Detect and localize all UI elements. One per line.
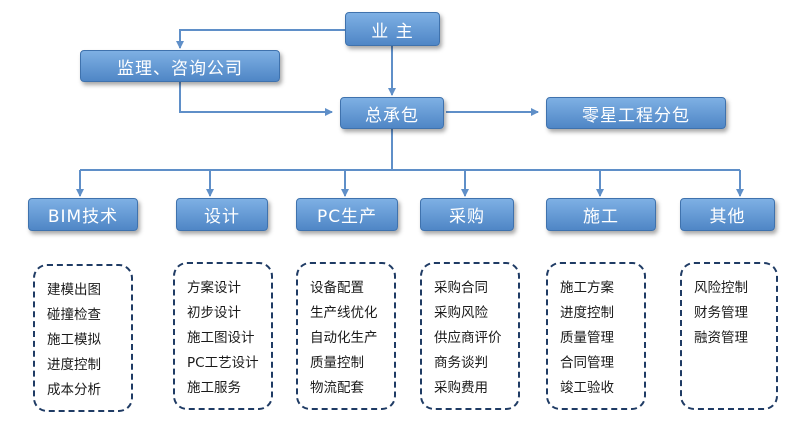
list-item: 合同管理 [560,355,614,371]
list-item: 财务管理 [694,305,748,321]
list-item: 采购合同 [434,280,488,296]
list-item: 设备配置 [310,280,364,296]
list-item: 生产线优化 [310,305,378,321]
pc-production-items-list: 设备配置 生产线优化 自动化生产 质量控制 物流配套 [296,262,396,410]
category-other-node: 其他 [680,198,775,231]
list-item: 施工图设计 [187,330,255,346]
list-item: 方案设计 [187,280,241,296]
design-items-list: 方案设计 初步设计 施工图设计 PC工艺设计 施工服务 [173,262,273,410]
list-item: 建模出图 [47,282,101,298]
list-item: 初步设计 [187,305,241,321]
list-item: 施工模拟 [47,332,101,348]
list-item: 施工服务 [187,380,241,396]
category-construction-node: 施工 [546,198,656,231]
list-item: 采购风险 [434,305,488,321]
list-item: 进度控制 [47,357,101,373]
supervisor-to-general-arrow [179,82,333,116]
list-item: 质量控制 [310,355,364,371]
owner-to-supervisor-arrow [176,29,345,49]
list-item: 商务谈判 [434,355,488,371]
other-items-list: 风险控制 财务管理 融资管理 [680,262,778,410]
list-item: 碰撞检查 [47,307,101,323]
category-bim-node: BIM技术 [28,198,138,231]
category-design-node: 设计 [176,198,268,231]
owner-node: 业 主 [345,12,440,46]
list-item: 质量管理 [560,330,614,346]
purchase-items-list: 采购合同 采购风险 供应商评价 商务谈判 采购费用 [420,262,520,410]
list-item: 竣工验收 [560,380,614,396]
list-item: 自动化生产 [310,330,378,346]
category-purchase-node: 采购 [420,198,514,231]
construction-items-list: 施工方案 进度控制 质量管理 合同管理 竣工验收 [546,262,646,410]
subcontract-node: 零星工程分包 [546,97,726,129]
general-contractor-node: 总承包 [340,97,444,129]
supervisor-node: 监理、咨询公司 [80,50,280,82]
list-item: 成本分析 [47,382,101,398]
list-item: 采购费用 [434,380,488,396]
list-item: 风险控制 [694,280,748,296]
list-item: PC工艺设计 [187,355,259,371]
list-item: 进度控制 [560,305,614,321]
list-item: 施工方案 [560,280,614,296]
list-item: 融资管理 [694,330,748,346]
list-item: 供应商评价 [434,330,502,346]
list-item: 物流配套 [310,380,364,396]
category-pc-production-node: PC生产 [296,198,398,231]
bim-items-list: 建模出图 碰撞检查 施工模拟 进度控制 成本分析 [33,264,133,412]
